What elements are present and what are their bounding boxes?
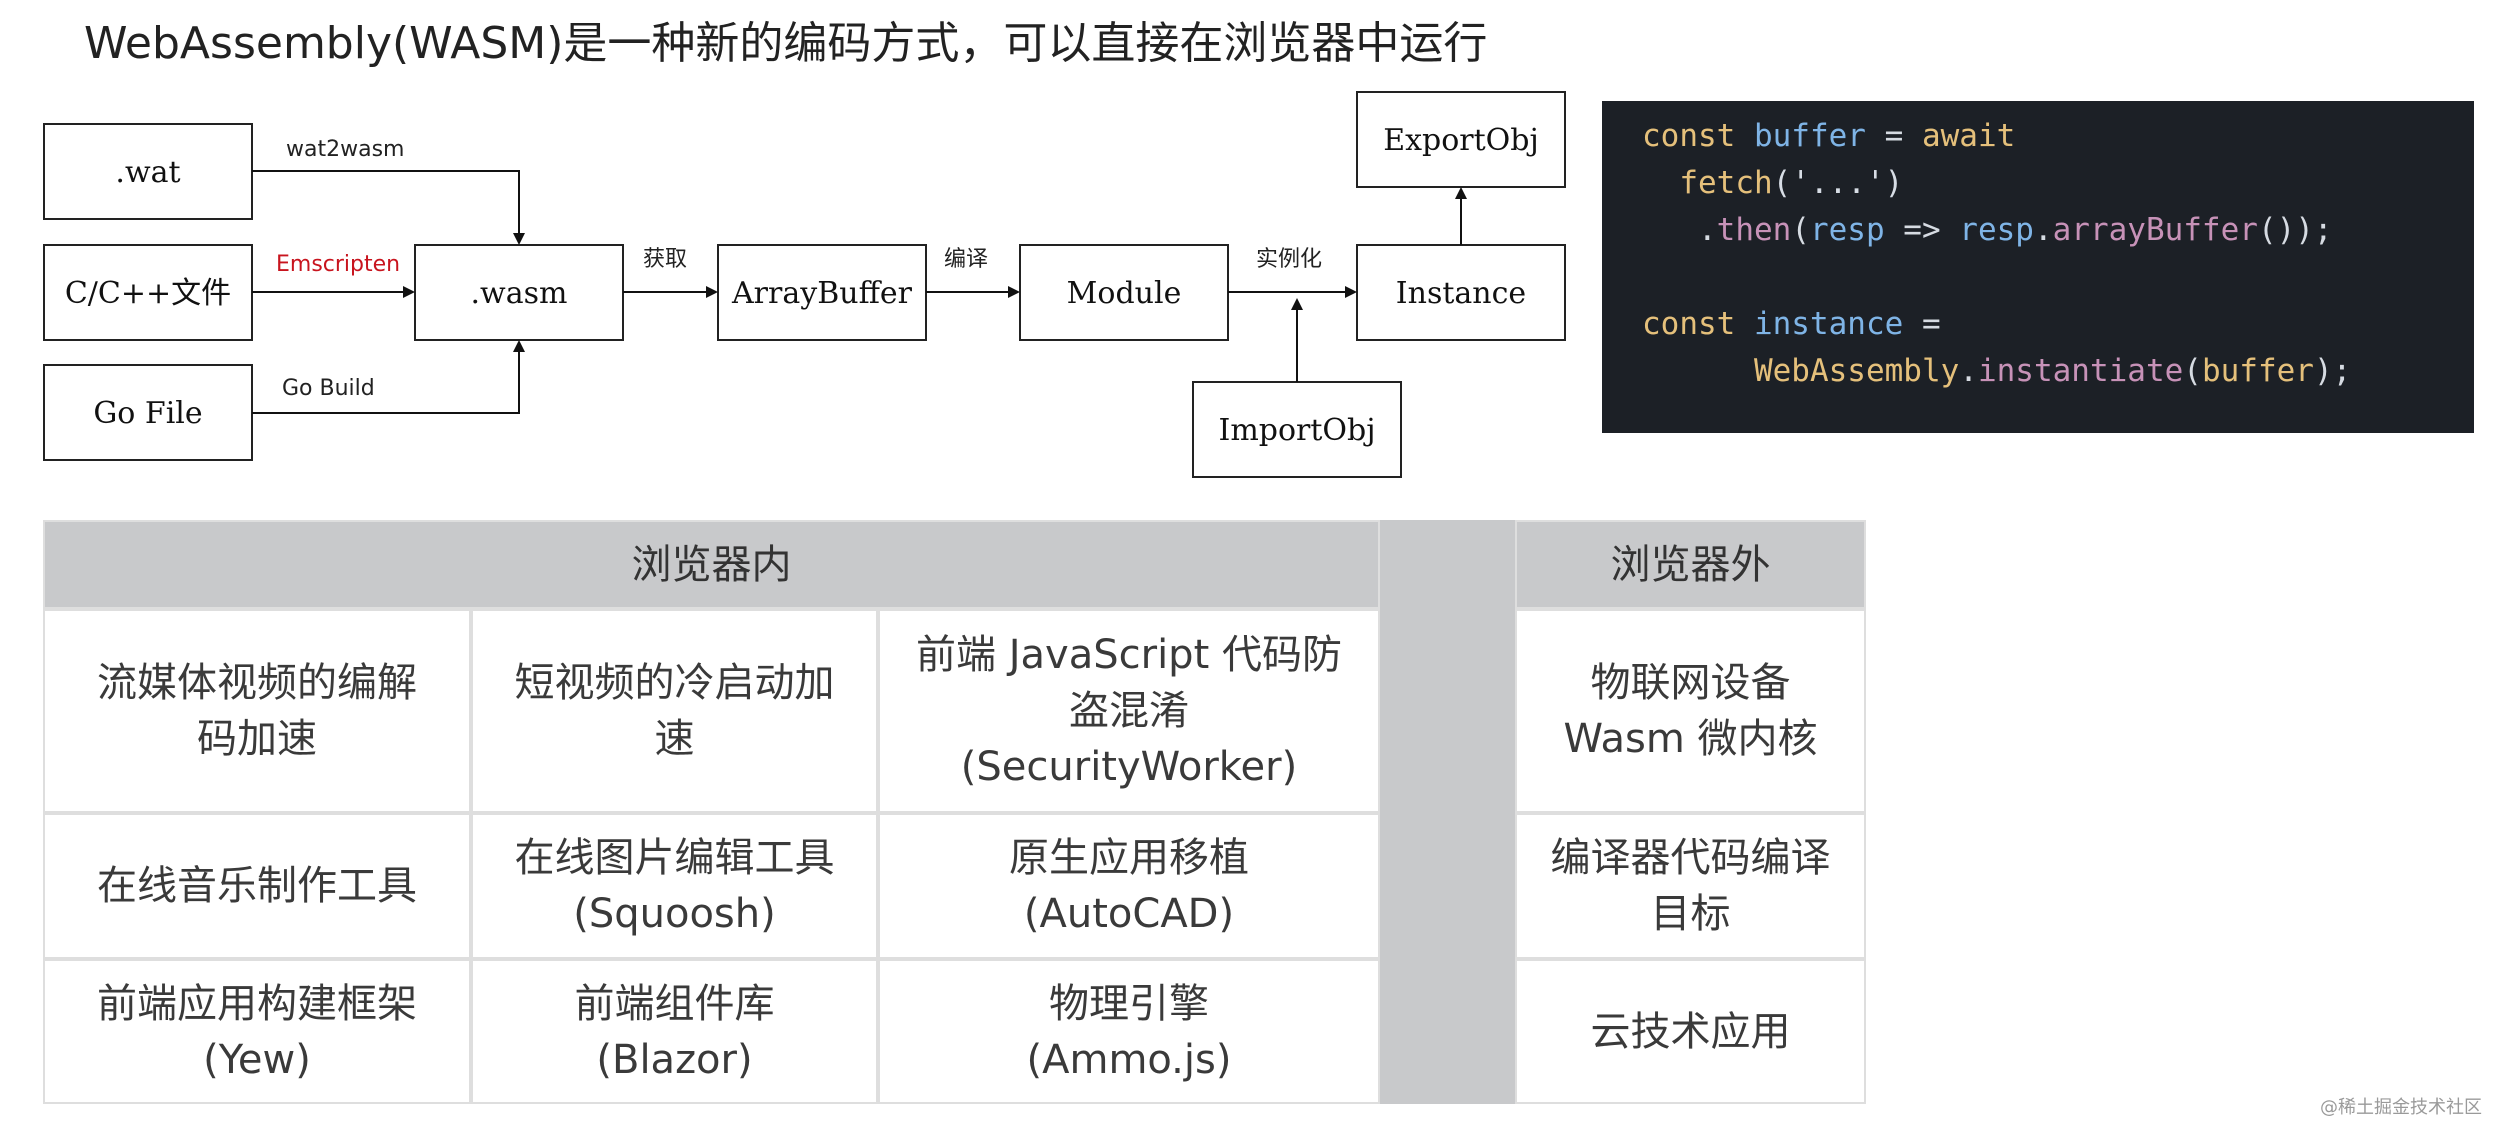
edge-fetch: 获取 xyxy=(623,247,718,298)
code-line: fetch('...') xyxy=(1642,160,2474,207)
svg-text:Instance: Instance xyxy=(1396,276,1526,311)
code-token: instantiate xyxy=(1977,353,2184,389)
svg-text:.wasm: .wasm xyxy=(471,276,568,311)
node-go: Go File xyxy=(43,364,253,461)
node-module: Module xyxy=(1019,244,1229,341)
code-token: buffer xyxy=(2201,353,2314,389)
code-token: => xyxy=(1884,212,1960,248)
header-inside-browser: 浏览器内 xyxy=(43,520,1380,609)
table-cell: 编译器代码编译 目标 xyxy=(1515,813,1866,959)
node-exportobj: ExportObj xyxy=(1356,91,1566,188)
code-token: ); xyxy=(2313,353,2352,389)
edge-gobuild: Go Build xyxy=(252,340,525,414)
code-line xyxy=(1642,254,2474,301)
code-token: const xyxy=(1642,118,1754,154)
table-cell: 在线音乐制作工具 xyxy=(43,813,471,959)
wasm-flow-diagram: .wat C/C++文件 Go File .wasm ArrayBuffer M… xyxy=(43,91,1566,478)
code-token: resp xyxy=(1809,212,1885,248)
table-cell: 在线图片编辑工具 (Squoosh) xyxy=(471,813,878,959)
code-snippet: const buffer = await fetch('...') .then(… xyxy=(1602,101,2474,433)
node-wasm: .wasm xyxy=(414,244,624,341)
svg-text:编译: 编译 xyxy=(944,247,988,272)
code-token: const xyxy=(1642,306,1754,342)
table-cell: 前端组件库 (Blazor) xyxy=(471,959,878,1104)
svg-text:Go Build: Go Build xyxy=(282,376,375,401)
code-token: resp xyxy=(1959,212,2034,248)
table-cell: 物理引擎 (Ammo.js) xyxy=(878,959,1380,1104)
svg-text:C/C++文件: C/C++文件 xyxy=(65,276,231,311)
code-token xyxy=(1642,165,1679,201)
page-title: WebAssembly(WASM)是一种新的编码方式，可以直接在浏览器中运行 xyxy=(84,18,1488,69)
table-cell: 物联网设备 Wasm 微内核 xyxy=(1515,609,1866,813)
code-token: = xyxy=(1865,118,1922,154)
svg-text:.wat: .wat xyxy=(115,155,180,190)
code-token: . xyxy=(1642,212,1717,248)
svg-text:Go File: Go File xyxy=(93,396,202,431)
usage-table: 浏览器内 浏览器外 流媒体视频的编解 码加速 短视频的冷启动加 速 前端 Jav… xyxy=(43,520,1866,1104)
code-token: ()); xyxy=(2257,212,2333,248)
table-divider xyxy=(1380,520,1515,1104)
edge-instantiate: 实例化 xyxy=(1228,247,1357,298)
code-token: = xyxy=(1903,306,1941,342)
edge-wat2wasm: wat2wasm xyxy=(252,137,525,245)
code-token: ( xyxy=(1791,212,1810,248)
code-token xyxy=(1642,353,1754,389)
node-cpp: C/C++文件 xyxy=(43,244,253,341)
code-token: ( xyxy=(2183,353,2202,389)
svg-text:获取: 获取 xyxy=(643,247,687,272)
code-line: .then(resp => resp.arrayBuffer()); xyxy=(1642,207,2474,254)
node-arraybuffer: ArrayBuffer xyxy=(717,244,927,341)
edge-compile: 编译 xyxy=(926,247,1020,298)
code-token: . xyxy=(1959,353,1978,389)
node-importobj: ImportObj xyxy=(1192,381,1402,478)
code-token: WebAssembly xyxy=(1753,353,1960,389)
code-token: arrayBuffer xyxy=(2052,212,2258,248)
svg-text:Module: Module xyxy=(1067,276,1182,311)
code-line: const instance = xyxy=(1642,301,2474,348)
table-cell: 流媒体视频的编解 码加速 xyxy=(43,609,471,813)
svg-text:Emscripten: Emscripten xyxy=(276,252,400,277)
node-wat: .wat xyxy=(43,123,253,220)
svg-text:ArrayBuffer: ArrayBuffer xyxy=(731,276,913,311)
watermark: @稀土掘金技术社区 xyxy=(2320,1097,2482,1118)
table-cell: 前端 JavaScript 代码防 盗混淆 (SecurityWorker) xyxy=(878,609,1380,813)
code-token: buffer xyxy=(1753,118,1866,154)
code-token: . xyxy=(2033,212,2053,248)
code-line: const buffer = await xyxy=(1642,113,2474,160)
table-cell: 前端应用构建框架 (Yew) xyxy=(43,959,471,1104)
code-line: WebAssembly.instantiate(buffer); xyxy=(1642,348,2474,395)
table-cell: 原生应用移植 (AutoCAD) xyxy=(878,813,1380,959)
code-token: ('...') xyxy=(1772,165,1904,201)
table-cell: 短视频的冷启动加 速 xyxy=(471,609,878,813)
code-token: await xyxy=(1921,118,2016,154)
code-token: instance xyxy=(1753,306,1904,342)
svg-text:wat2wasm: wat2wasm xyxy=(286,137,404,162)
svg-text:ExportObj: ExportObj xyxy=(1383,123,1539,158)
edge-emscripten: Emscripten xyxy=(252,252,415,298)
header-outside-browser: 浏览器外 xyxy=(1515,520,1866,609)
table-cell: 云技术应用 xyxy=(1515,959,1866,1104)
code-token: then xyxy=(1716,212,1792,248)
node-instance: Instance xyxy=(1356,244,1566,341)
svg-text:ImportObj: ImportObj xyxy=(1218,413,1375,448)
code-token: fetch xyxy=(1679,165,1773,201)
svg-text:实例化: 实例化 xyxy=(1256,247,1322,272)
